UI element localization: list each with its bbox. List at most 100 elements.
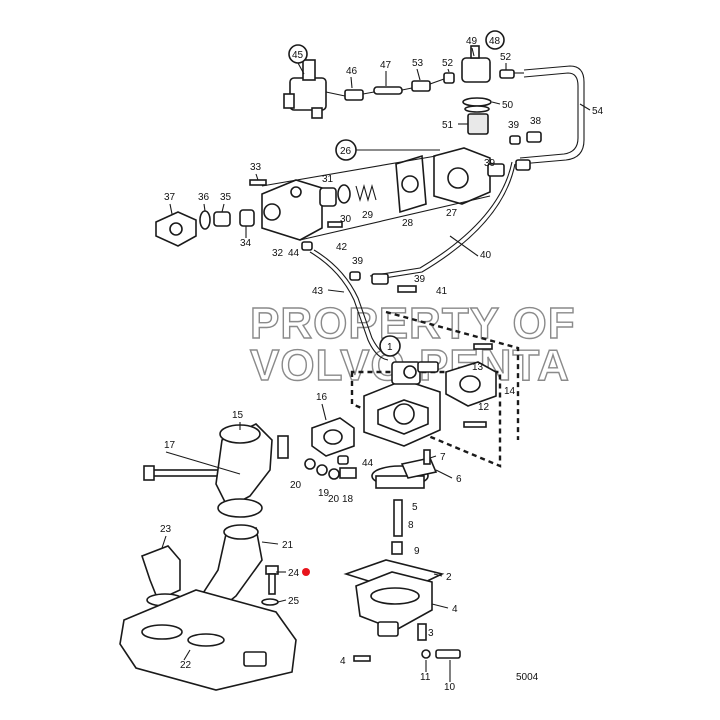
part-35-spacer (213, 211, 231, 227)
label-1: 1 (387, 342, 393, 353)
label-30: 30 (340, 214, 352, 225)
part-6-float (400, 457, 438, 479)
label-51: 51 (442, 120, 454, 131)
part-45-pump-body (289, 77, 327, 111)
label-22: 22 (180, 660, 192, 671)
part-51-strainer (467, 113, 489, 135)
part-49-screw (470, 45, 480, 59)
part-39-washer-top (509, 135, 521, 145)
label-26: 26 (340, 146, 352, 157)
label-19: 19 (318, 488, 330, 499)
part-25-washer (261, 598, 279, 606)
label-36: 36 (198, 192, 210, 203)
part-36-oring (199, 210, 211, 230)
label-2: 2 (446, 572, 452, 583)
label-15: 15 (232, 410, 244, 421)
label-20-b: 20 (328, 494, 340, 505)
label-33: 33 (250, 162, 262, 173)
label-47: 47 (380, 60, 392, 71)
label-46: 46 (346, 66, 358, 77)
label-54: 54 (592, 106, 604, 117)
part-17-bolt-head (143, 465, 155, 481)
part-23-elbow (140, 545, 181, 602)
label-39-b: 39 (484, 158, 496, 169)
label-40: 40 (480, 250, 492, 261)
label-10: 10 (444, 682, 456, 693)
label-43: 43 (312, 286, 324, 297)
part-39-washer-mid (349, 271, 361, 281)
label-8: 8 (408, 520, 414, 531)
label-12: 12 (478, 402, 490, 413)
part-19-washer (316, 464, 328, 476)
label-27: 27 (446, 208, 458, 219)
label-50: 50 (502, 100, 514, 111)
part-50-seal-b (464, 105, 490, 113)
label-5: 5 (412, 502, 418, 513)
part-34-nut (239, 209, 255, 227)
label-20-a: 20 (290, 480, 302, 491)
label-48: 48 (489, 36, 501, 47)
fuel-pump-group (283, 45, 585, 281)
part-15-elbow (215, 423, 273, 510)
callout-48 (485, 30, 505, 50)
part-30-ring (337, 184, 351, 204)
label-21: 21 (282, 540, 294, 551)
label-29: 29 (362, 210, 374, 221)
label-44-b: 44 (362, 458, 374, 469)
lower-parts-group (343, 559, 461, 662)
part-9-jet (391, 541, 403, 555)
label-17: 17 (164, 440, 176, 451)
label-9: 9 (414, 546, 420, 557)
label-45: 45 (292, 50, 304, 61)
part-53-nut (411, 80, 431, 92)
watermark-line-1: PROPERTY OF (250, 299, 576, 348)
part-45-pump-nozzle (283, 93, 295, 109)
part-10-screw (435, 649, 461, 659)
part-29-spring (355, 183, 377, 203)
label-4-a: 4 (452, 604, 458, 615)
part-45-pump-base (311, 107, 323, 119)
label-34: 34 (240, 238, 252, 249)
label-31: 31 (322, 174, 334, 185)
part-24-bolt-head (265, 565, 279, 575)
label-42: 42 (336, 242, 348, 253)
part-20-washer (304, 458, 316, 470)
label-39-c: 39 (352, 256, 364, 267)
label-52-b: 52 (500, 52, 512, 63)
part-39-fitting (371, 273, 389, 285)
label-23: 23 (160, 524, 172, 535)
label-3: 3 (428, 628, 434, 639)
label-6: 6 (456, 474, 462, 485)
label-13: 13 (472, 362, 484, 373)
label-7: 7 (440, 452, 446, 463)
highlight-dot (302, 568, 310, 576)
part-38-banjo (526, 131, 542, 143)
label-49: 49 (466, 36, 478, 47)
part-18-nut (339, 467, 357, 479)
label-44-a: 44 (288, 248, 300, 259)
carburettor-boundary-top (385, 310, 520, 440)
return-line-group (301, 241, 417, 361)
label-41: 41 (436, 286, 448, 297)
label-35: 35 (220, 192, 232, 203)
part-20-washer-b (328, 468, 340, 480)
part-15-stud (277, 435, 289, 459)
label-11: 11 (420, 672, 431, 683)
label-16: 16 (316, 392, 328, 403)
label-25: 25 (288, 596, 300, 607)
leader-lines (161, 47, 591, 682)
part-8-bolt (393, 499, 403, 537)
label-24: 24 (288, 568, 300, 579)
part-33-screw (249, 179, 267, 186)
label-37: 37 (164, 192, 176, 203)
label-32: 32 (272, 248, 284, 259)
part-4-screw (353, 655, 371, 662)
label-28: 28 (402, 218, 414, 229)
label-14: 14 (504, 386, 516, 397)
part-46-fitting (344, 89, 364, 101)
part-50-seal-a (462, 97, 492, 107)
label-38: 38 (530, 116, 542, 127)
part-13-screw (473, 343, 493, 350)
part-49-filter-housing (461, 57, 491, 83)
